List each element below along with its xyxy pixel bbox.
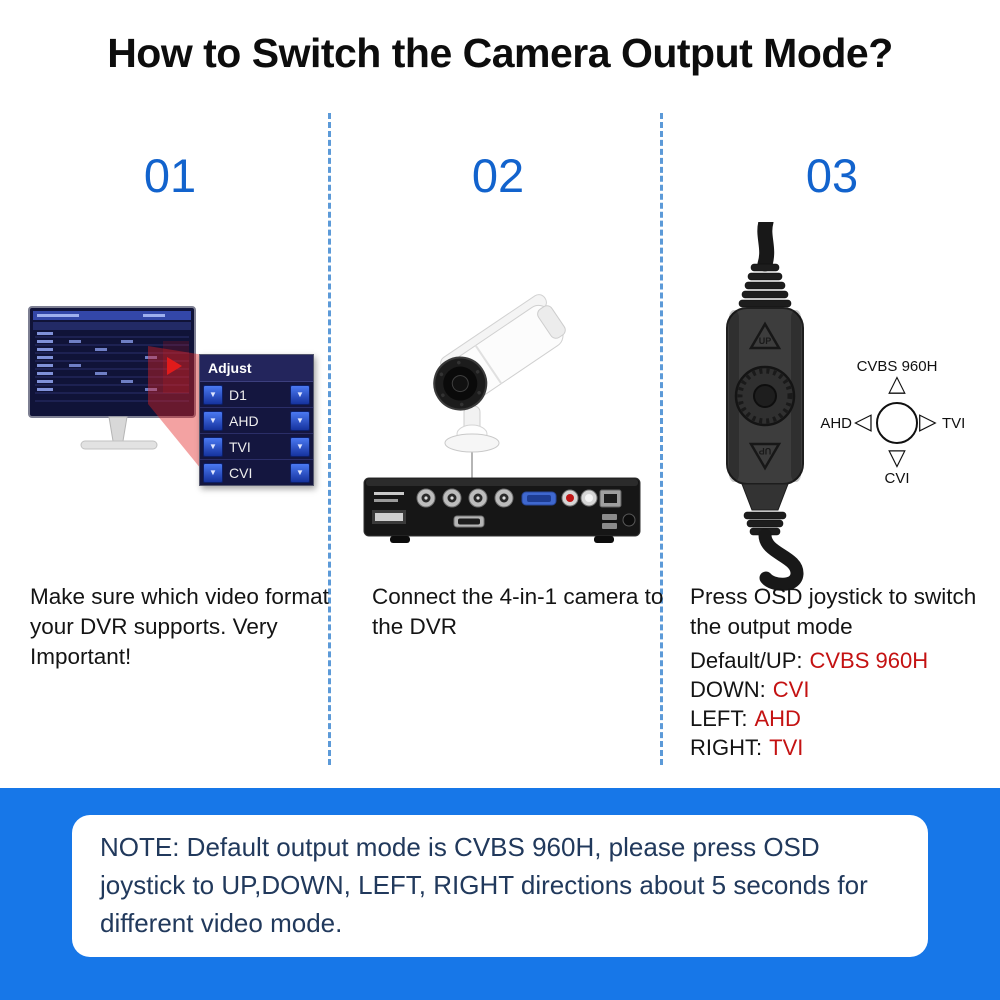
dropdown-arrow-icon: ▼: [290, 410, 310, 431]
step-1-description: Make sure which video format your DVR su…: [30, 584, 329, 669]
dropdown-arrow-icon: ▼: [203, 436, 223, 457]
dropdown-arrow-icon: ▼: [203, 462, 223, 483]
step-2-number: 02: [471, 149, 525, 202]
adjust-option-label: AHD: [229, 412, 259, 429]
note-text: NOTE: Default output mode is CVBS 960H, …: [100, 832, 868, 938]
adjust-option-row: ▼ D1 ▼: [200, 382, 313, 408]
monitor-stand: [108, 416, 128, 442]
dropdown-arrow-icon: ▼: [203, 384, 223, 405]
adjust-panel-header: Adjust: [200, 355, 313, 382]
dvr-graphic: [363, 477, 641, 543]
mode-row: Default/UP:CVBS 960H: [690, 646, 928, 675]
step-2-description: Connect the 4-in-1 camera to the DVR: [372, 584, 664, 639]
mode-label: DOWN:: [690, 677, 766, 702]
power-jack: [622, 513, 636, 527]
mode-label: RIGHT:: [690, 735, 763, 760]
mode-value: AHD: [754, 706, 801, 731]
note-band: NOTE: Default output mode is CVBS 960H, …: [0, 788, 1000, 1000]
camera-body: [433, 294, 566, 411]
up-arrow-marking: [748, 321, 782, 350]
direction-left-label: AHD: [820, 415, 852, 432]
dropdown-arrow-icon: ▼: [290, 384, 310, 405]
direction-up-label: CVBS 960H: [856, 358, 938, 375]
step-3-number: 03: [805, 149, 859, 202]
mode-label: LEFT:: [690, 706, 748, 731]
monitor-graphic: [28, 306, 196, 450]
strain-relief-ridges: [738, 263, 792, 308]
joystick-up-marking: UP: [759, 336, 772, 346]
mode-label: Default/UP:: [690, 648, 803, 673]
direction-down-label: CVI: [884, 470, 910, 487]
triangle-down-icon: ▽: [888, 444, 906, 470]
adjust-panel: Adjust ▼ D1 ▼ ▼ AHD ▼ ▼ TVI ▼ ▼ CVI ▼: [199, 354, 314, 486]
adjust-option-label: D1: [229, 386, 247, 403]
column-divider-1: [328, 113, 331, 765]
triangle-right-icon: ▷: [919, 408, 937, 434]
step-1-number: 01: [143, 149, 197, 202]
adjust-option-row: ▼ CVI ▼: [200, 460, 313, 485]
bnc-connectors: [416, 488, 514, 508]
mode-value: CVI: [772, 677, 810, 702]
output-mode-list: Default/UP:CVBS 960H DOWN:CVI LEFT:AHD R…: [690, 646, 928, 762]
joystick-cable-graphic: UP UP: [726, 222, 804, 591]
mode-value: CVBS 960H: [809, 648, 929, 673]
rca-jacks: [561, 489, 598, 507]
red-arrow-icon: [167, 357, 182, 375]
page-title: How to Switch the Camera Output Mode?: [107, 30, 893, 76]
mode-row: DOWN:CVI: [690, 675, 928, 704]
joystick-direction-diagram: CVBS 960H △ AHD ◁ ▷ TVI ▽ CVI: [812, 358, 982, 513]
adjust-option-label: CVI: [229, 464, 253, 481]
joystick-down-marking: UP: [759, 446, 772, 456]
mode-row: LEFT:AHD: [690, 704, 928, 733]
note-card: NOTE: Default output mode is CVBS 960H, …: [72, 815, 928, 957]
usb-port: [602, 523, 617, 529]
camera-graphic: [433, 294, 566, 478]
camera-mount: [444, 433, 500, 453]
joystick-center-circle: [876, 402, 918, 444]
triangle-up-icon: △: [888, 370, 906, 396]
dropdown-arrow-icon: ▼: [203, 410, 223, 431]
step-3-description: Press OSD joystick to switch the output …: [690, 584, 977, 639]
usb-port: [602, 514, 617, 520]
bottom-cable: [758, 528, 804, 591]
dropdown-arrow-icon: ▼: [290, 462, 310, 483]
down-arrow-marking: [748, 442, 782, 471]
adjust-option-row: ▼ TVI ▼: [200, 434, 313, 460]
dropdown-arrow-icon: ▼: [290, 436, 310, 457]
adjust-option-label: TVI: [229, 438, 251, 455]
mode-row: RIGHT:TVI: [690, 733, 928, 762]
mode-value: TVI: [769, 735, 804, 760]
zoom-beam-graphic: [148, 346, 210, 480]
adjust-option-row: ▼ AHD ▼: [200, 408, 313, 434]
column-divider-2: [660, 113, 663, 765]
triangle-left-icon: ◁: [854, 408, 872, 434]
direction-right-label: TVI: [942, 415, 966, 432]
